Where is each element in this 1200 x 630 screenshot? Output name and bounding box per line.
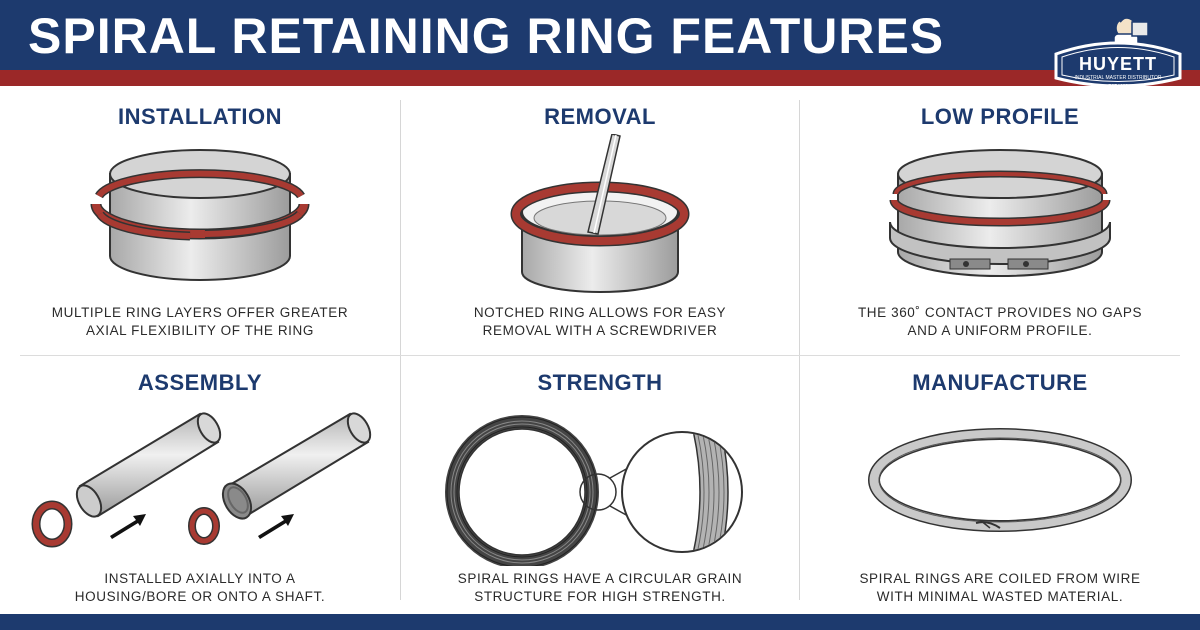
logo-tagline: INDUSTRIAL MASTER DISTRIBUTOR — [1075, 75, 1162, 81]
panel-caption: MULTIPLE RING LAYERS OFFER GREATER AXIAL… — [51, 305, 349, 338]
panel-caption: SPIRAL RINGS ARE COILED FROM WIRE WITH M… — [859, 571, 1141, 604]
panel-caption: NOTCHED RING ALLOWS FOR EASY REMOVAL WIT… — [473, 305, 727, 338]
panel-heading: REMOVAL — [544, 104, 656, 129]
panel-removal: REMOVAL NOTCHED RING ALLOWS FOR EASY REM… — [400, 100, 800, 360]
divider-vertical-1 — [400, 100, 401, 600]
panel-heading: STRENGTH — [537, 370, 663, 395]
panel-assembly: ASSEMBLY INSTALLED AXIALLY INTO A HOUSIN… — [0, 366, 400, 626]
divider-vertical-2 — [799, 100, 800, 600]
installation-illustration — [90, 149, 310, 281]
manufacture-illustration — [868, 428, 1132, 532]
huyett-logo: HUYETT INDUSTRIAL MASTER DISTRIBUTOR EST… — [1054, 16, 1182, 88]
page-title: SPIRAL RETAINING RING FEATURES — [28, 8, 945, 64]
strength-illustration — [445, 415, 743, 566]
panel-installation: INSTALLATION MULTIPLE RING LAYERS OFFER … — [0, 100, 400, 360]
divider-horizontal — [20, 355, 1180, 356]
panel-caption: INSTALLED AXIALLY INTO A HOUSING/BORE OR… — [74, 571, 326, 604]
panel-strength: STRENGTH SPIRAL RINGS HAVE A CIRCULAR GR… — [400, 366, 800, 626]
logo-wordmark: HUYETT — [1079, 54, 1157, 74]
panel-heading: ASSEMBLY — [137, 370, 263, 395]
removal-illustration — [510, 134, 690, 293]
panel-heading: LOW PROFILE — [920, 104, 1080, 129]
low-profile-illustration — [889, 149, 1111, 277]
header-red-stripe — [0, 70, 1200, 86]
header-bar — [0, 0, 1200, 70]
panel-heading: INSTALLATION — [117, 104, 283, 129]
logo-est: EST.1906 — [1108, 83, 1128, 88]
assembly-illustration — [31, 412, 372, 548]
footer-bar — [0, 614, 1200, 630]
panel-caption: SPIRAL RINGS HAVE A CIRCULAR GRAIN STRUC… — [457, 571, 743, 604]
panel-low-profile: LOW PROFILE THE 360˚ CONTACT PROVIDES NO… — [800, 100, 1200, 360]
panel-heading: MANUFACTURE — [912, 370, 1088, 395]
panel-caption: THE 360˚ CONTACT PROVIDES NO GAPS AND A … — [857, 305, 1143, 338]
panel-manufacture: MANUFACTURE SPIRAL RINGS ARE COILED FROM… — [800, 366, 1200, 626]
